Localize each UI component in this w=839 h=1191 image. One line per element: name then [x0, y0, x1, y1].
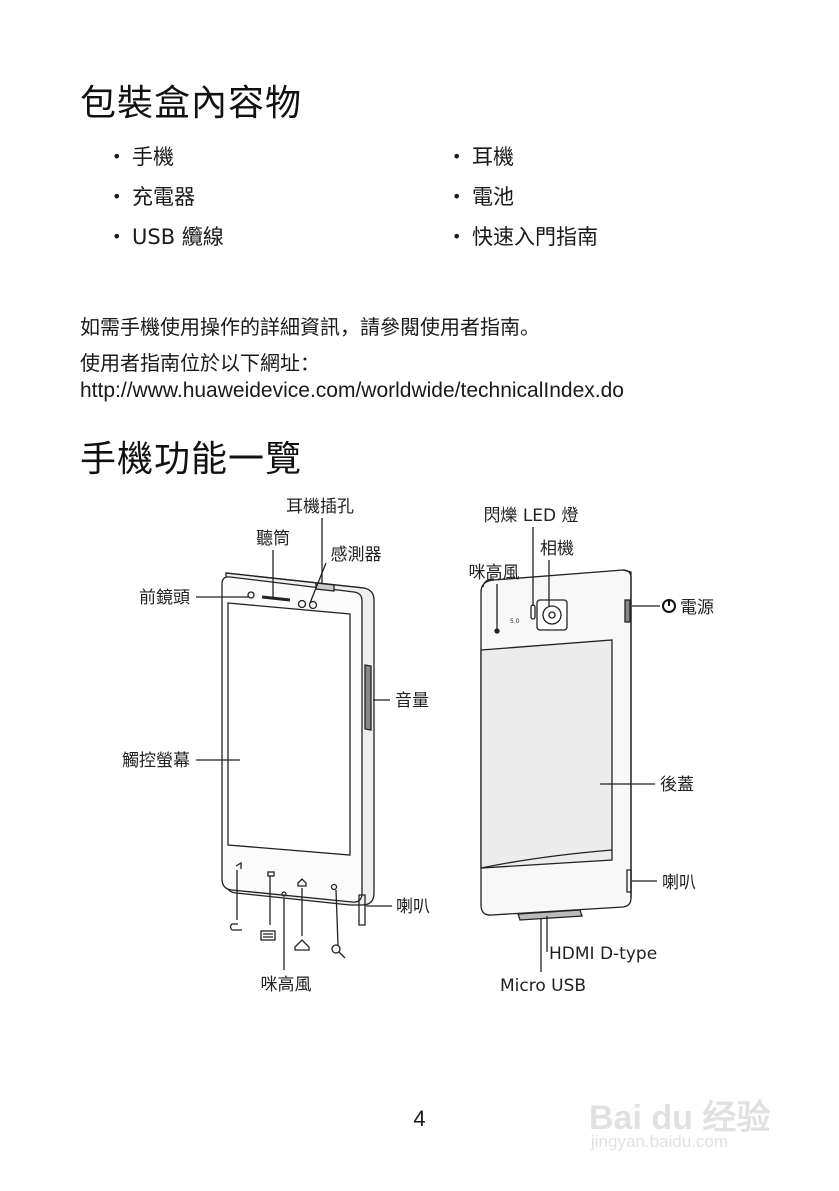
- label-microphone-front: 咪高風: [261, 975, 312, 995]
- label-front-camera: 前鏡頭: [139, 588, 190, 608]
- front-phone-illustration: [221, 572, 375, 926]
- guide-url-link[interactable]: http://www.huaweidevice.com/worldwide/te…: [80, 379, 624, 402]
- box-contents-list-right: 耳機 電池 快速入門指南: [452, 137, 598, 257]
- label-power: 電源: [680, 598, 714, 618]
- watermark-brand: Bai du 经验: [589, 1099, 771, 1137]
- watermark-url: jingyan.baidu.com: [591, 1132, 729, 1151]
- label-headset-jack: 耳機插孔: [286, 497, 354, 517]
- list-item: 電池: [452, 177, 598, 217]
- camera-mark-text: 5.0: [510, 618, 520, 625]
- list-item: 耳機: [452, 137, 598, 177]
- label-flash: 閃爍 LED 燈: [483, 506, 578, 526]
- label-speaker-front: 喇叭: [396, 897, 430, 917]
- label-micro-usb: Micro USB: [500, 976, 586, 996]
- label-earpiece: 聽筒: [256, 529, 290, 549]
- label-microphone-back: 咪高風: [469, 563, 520, 583]
- box-contents-list-left: 手機 充電器 USB 纜線: [112, 137, 224, 257]
- label-sensor: 感測器: [331, 545, 382, 565]
- label-hdmi: HDMI D-type: [549, 944, 657, 964]
- power-icon: [662, 599, 676, 613]
- label-volume: 音量: [395, 691, 429, 711]
- list-item: 快速入門指南: [452, 217, 598, 257]
- list-item: 手機: [112, 137, 224, 177]
- page-number: 4: [413, 1106, 426, 1131]
- back-phone-illustration: [480, 569, 632, 921]
- list-item: 充電器: [112, 177, 224, 217]
- label-camera: 相機: [540, 539, 574, 559]
- guide-location-text: 使用者指南位於以下網址：: [80, 351, 320, 375]
- section-title-box-contents: 包裝盒內容物: [80, 83, 303, 124]
- label-back-cover: 後蓋: [660, 775, 694, 795]
- label-speaker-back: 喇叭: [662, 873, 696, 893]
- section-title-overview: 手機功能一覽: [80, 439, 303, 480]
- list-item: USB 纜線: [112, 217, 224, 257]
- info-text: 如需手機使用操作的詳細資訊，請參閱使用者指南。: [80, 315, 540, 339]
- baidu-watermark: Bai du 经验 jingyan.baidu.com: [583, 1064, 793, 1164]
- label-touchscreen: 觸控螢幕: [122, 751, 190, 771]
